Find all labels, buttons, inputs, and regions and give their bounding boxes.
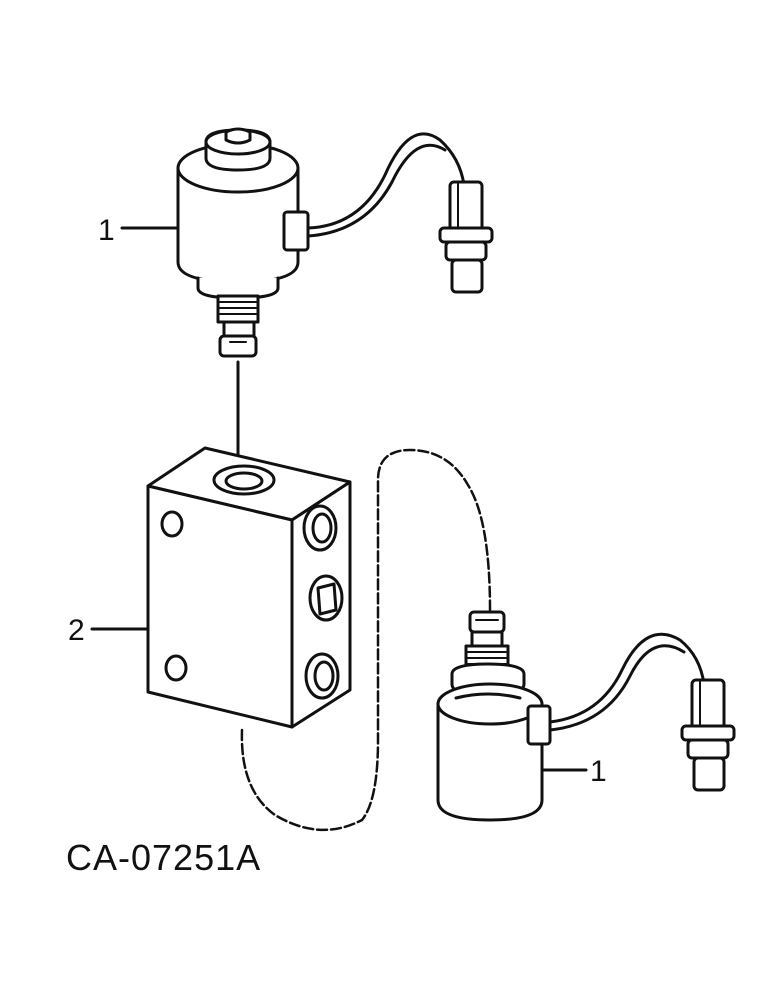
callout-solenoid-bottom: 1 (540, 755, 607, 788)
callout-label-1-top: 1 (98, 214, 115, 247)
callout-label-1-bottom: 1 (590, 755, 607, 788)
callout-label-2: 2 (68, 614, 85, 647)
callout-valve-block: 2 (68, 614, 150, 647)
callout-solenoid-top: 1 (98, 214, 180, 247)
figure-id: CA-07251A (66, 837, 261, 878)
solenoid-valve-bottom (436, 610, 736, 822)
assembly-line-bottom (240, 448, 492, 832)
valve-block (146, 446, 352, 729)
solenoid-valve-top (176, 127, 494, 358)
